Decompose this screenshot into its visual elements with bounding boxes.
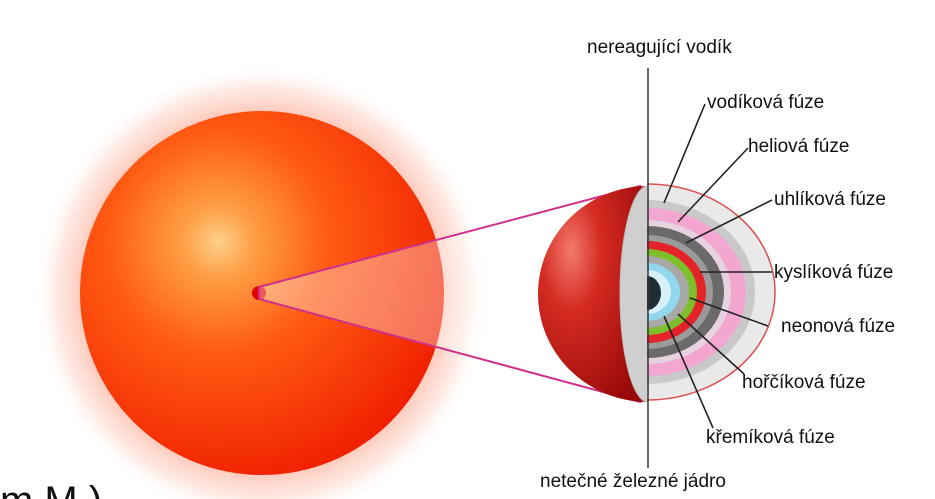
cut-off-caption: m M ) <box>0 479 102 499</box>
cross-section-layers <box>647 183 776 401</box>
label-carbon-fusion: uhlíková fúze <box>774 189 886 210</box>
label-magnesium-fusion: hořčíková fúze <box>742 372 866 393</box>
sphere-outer-shell <box>538 186 648 402</box>
leader-magnesium <box>677 313 745 375</box>
leader-hydrogen <box>663 103 706 204</box>
iron-core <box>647 276 661 310</box>
label-unreacted-hydrogen: nereagující vodík <box>587 37 732 58</box>
label-oxygen-fusion: kyslíková fúze <box>774 262 893 283</box>
cut-face-edge <box>619 185 649 403</box>
leader-neon <box>689 297 769 327</box>
leader-helium <box>677 147 749 223</box>
leader-silicon <box>663 315 714 429</box>
leader-lines <box>663 103 773 429</box>
label-neon-fusion: neonová fúze <box>781 316 895 337</box>
label-inert-iron-core: netečné železné jádro <box>540 471 726 492</box>
zoom-connector <box>258 184 641 404</box>
leader-carbon <box>685 199 773 244</box>
label-helium-fusion: heliová fúze <box>748 136 849 157</box>
label-hydrogen-fusion: vodíková fúze <box>707 92 824 113</box>
label-silicon-fusion: křemíková fúze <box>706 427 835 448</box>
